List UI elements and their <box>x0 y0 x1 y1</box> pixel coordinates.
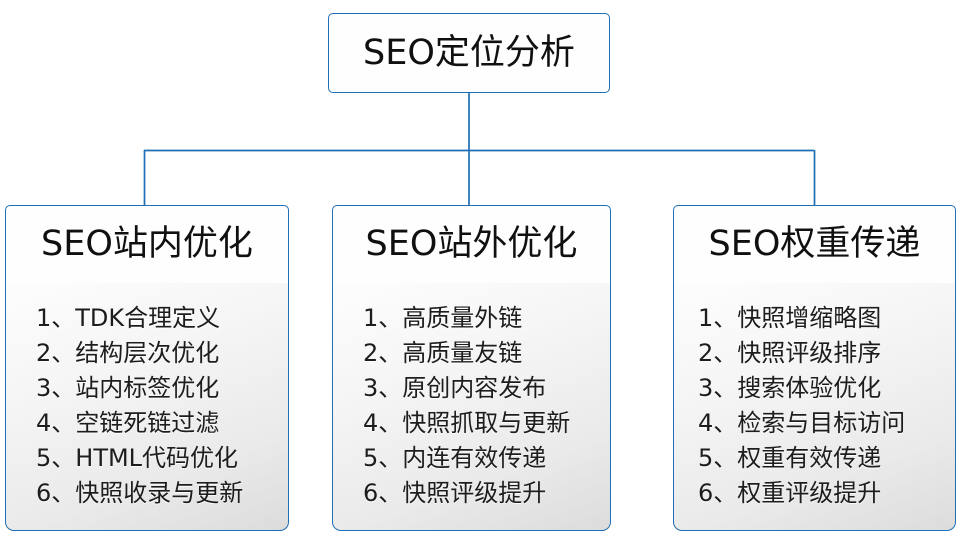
branch-header-1: SEO站内优化 <box>5 205 289 284</box>
branch-column-1: SEO站内优化 1、TDK合理定义 2、结构层次优化 3、站内标签优化 4、空链… <box>5 205 289 531</box>
list-item: 4、快照抓取与更新 <box>363 408 571 437</box>
list-item: 3、搜索体验优化 <box>698 373 882 402</box>
branch-title-1: SEO站内优化 <box>41 224 253 264</box>
root-node-label: SEO定位分析 <box>363 32 575 73</box>
branch-title-2: SEO站外优化 <box>365 224 578 264</box>
branch-title-3: SEO权重传递 <box>708 224 921 264</box>
list-item: 6、快照评级提升 <box>363 478 547 507</box>
list-item: 2、快照评级排序 <box>698 338 882 367</box>
branch-list-1: 1、TDK合理定义 2、结构层次优化 3、站内标签优化 4、空链死链过滤 5、H… <box>6 301 288 511</box>
branch-list-3: 1、快照增缩略图 2、快照评级排序 3、搜索体验优化 4、检索与目标访问 5、权… <box>674 301 955 511</box>
list-item: 2、高质量友链 <box>363 338 523 367</box>
list-item: 5、权重有效传递 <box>698 443 882 472</box>
branch-list-2: 1、高质量外链 2、高质量友链 3、原创内容发布 4、快照抓取与更新 5、内连有… <box>333 301 610 511</box>
list-item: 2、结构层次优化 <box>36 338 220 367</box>
branch-body-1: 1、TDK合理定义 2、结构层次优化 3、站内标签优化 4、空链死链过滤 5、H… <box>5 283 289 531</box>
list-item: 1、TDK合理定义 <box>36 303 221 332</box>
branch-column-3: SEO权重传递 1、快照增缩略图 2、快照评级排序 3、搜索体验优化 4、检索与… <box>673 205 956 531</box>
list-item: 4、空链死链过滤 <box>36 408 220 437</box>
list-item: 3、原创内容发布 <box>363 373 547 402</box>
list-item: 1、高质量外链 <box>363 303 523 332</box>
list-item: 1、快照增缩略图 <box>698 303 882 332</box>
root-node: SEO定位分析 <box>328 13 610 93</box>
list-item: 5、HTML代码优化 <box>36 443 239 472</box>
branch-column-2: SEO站外优化 1、高质量外链 2、高质量友链 3、原创内容发布 4、快照抓取与… <box>332 205 611 531</box>
list-item: 6、权重评级提升 <box>698 478 882 507</box>
list-item: 4、检索与目标访问 <box>698 408 906 437</box>
branch-header-2: SEO站外优化 <box>332 205 611 284</box>
branch-body-2: 1、高质量外链 2、高质量友链 3、原创内容发布 4、快照抓取与更新 5、内连有… <box>332 283 611 531</box>
branch-body-3: 1、快照增缩略图 2、快照评级排序 3、搜索体验优化 4、检索与目标访问 5、权… <box>673 283 956 531</box>
list-item: 5、内连有效传递 <box>363 443 547 472</box>
list-item: 6、快照收录与更新 <box>36 478 244 507</box>
branch-header-3: SEO权重传递 <box>673 205 956 284</box>
list-item: 3、站内标签优化 <box>36 373 220 402</box>
